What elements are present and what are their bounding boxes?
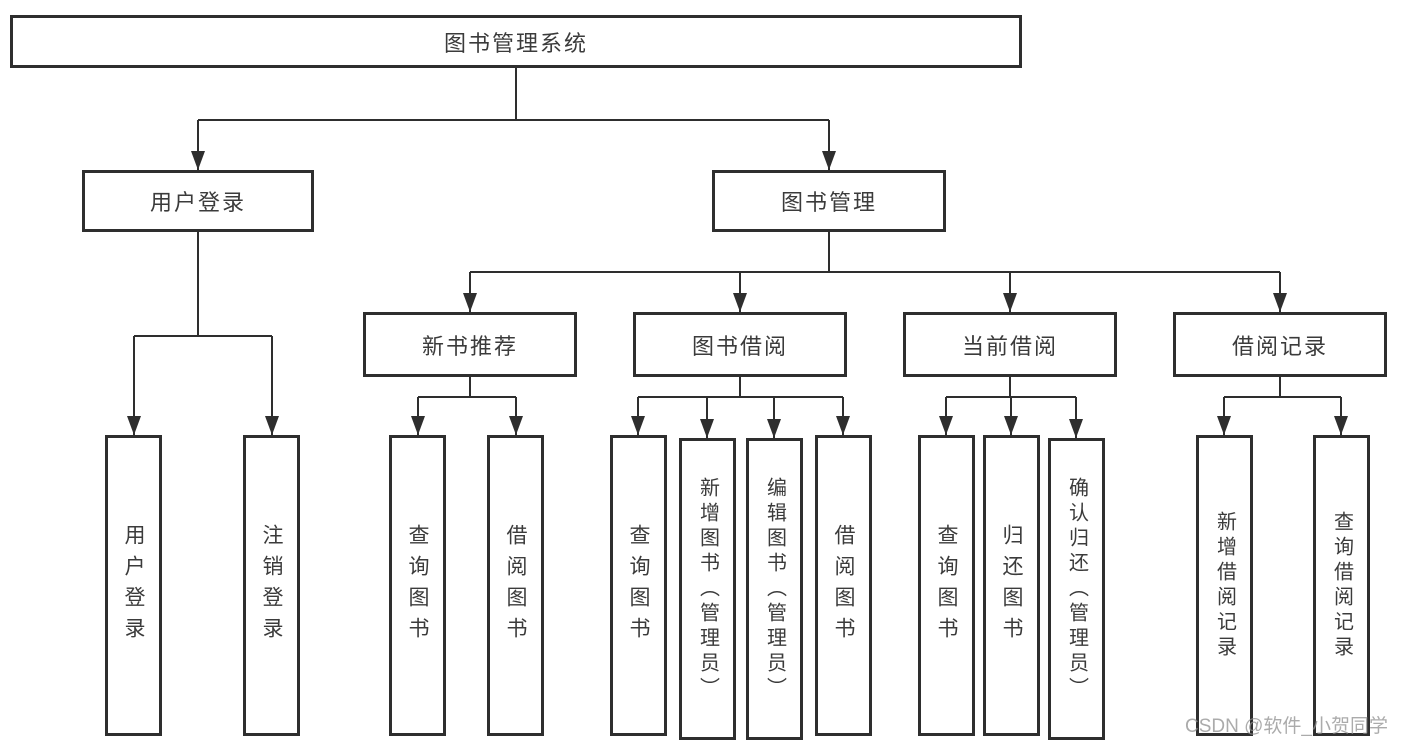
node-leaf-logout: 注销登录 xyxy=(243,435,300,736)
node-leaf-add-book-admin: 新增图书（管理员） xyxy=(679,438,736,740)
node-leaf-query-books-recommend: 查询图书 xyxy=(389,435,446,736)
node-book-management: 图书管理 xyxy=(712,170,946,232)
node-root: 图书管理系统 xyxy=(10,15,1022,68)
node-leaf-confirm-return-admin: 确认归还（管理员） xyxy=(1048,438,1105,740)
node-leaf-query-borrow-record: 查询借阅记录 xyxy=(1313,435,1370,736)
node-leaf-edit-book-admin: 编辑图书（管理员） xyxy=(746,438,803,740)
node-new-book-recommend: 新书推荐 xyxy=(363,312,577,377)
connector-path xyxy=(134,232,272,337)
node-leaf-add-borrow-record: 新增借阅记录 xyxy=(1196,435,1253,736)
node-leaf-query-books-current: 查询图书 xyxy=(918,435,975,736)
node-leaf-return-book: 归还图书 xyxy=(983,435,1040,736)
connector-path xyxy=(638,377,843,398)
node-current-borrowing: 当前借阅 xyxy=(903,312,1117,377)
node-borrowing-records: 借阅记录 xyxy=(1173,312,1387,377)
node-leaf-user-login: 用户登录 xyxy=(105,435,162,736)
watermark: CSDN @软件_小贺同学 xyxy=(1185,716,1388,737)
connector-path xyxy=(1224,377,1341,398)
node-leaf-borrow-books: 借阅图书 xyxy=(815,435,872,736)
node-leaf-borrow-books-recommend: 借阅图书 xyxy=(487,435,544,736)
node-leaf-query-books-borrowing: 查询图书 xyxy=(610,435,667,736)
node-book-borrowing: 图书借阅 xyxy=(633,312,847,377)
node-user-login: 用户登录 xyxy=(82,170,314,232)
connector-path xyxy=(470,232,1280,273)
connector-path xyxy=(946,377,1076,398)
connector-path xyxy=(418,377,516,398)
connector-path xyxy=(198,68,829,121)
